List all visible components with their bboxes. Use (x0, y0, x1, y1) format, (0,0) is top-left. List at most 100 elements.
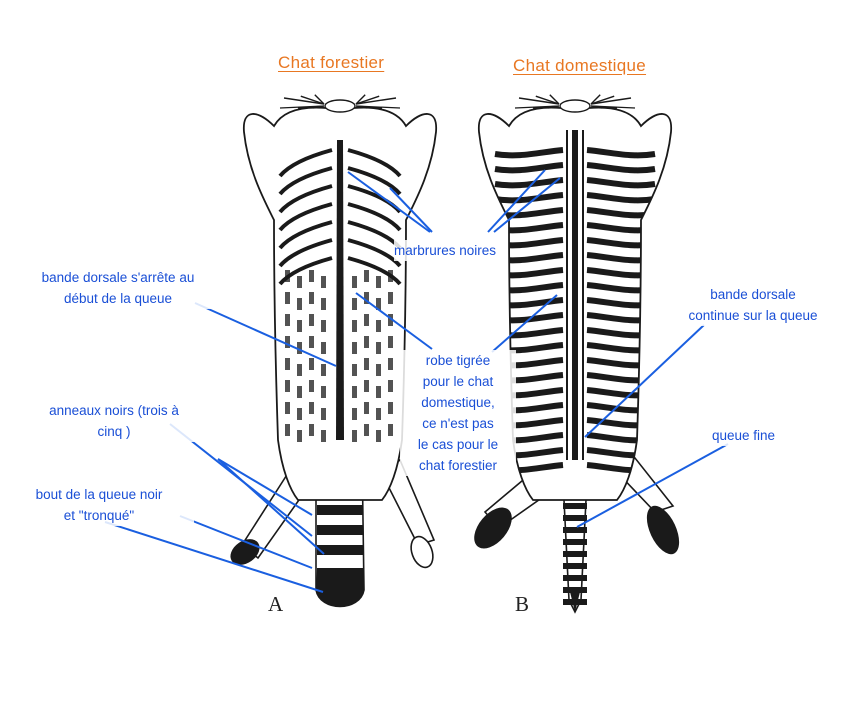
spot (364, 270, 369, 282)
figure-letter-a: A (268, 592, 284, 616)
spot (309, 270, 314, 282)
spot (285, 314, 290, 326)
spot (352, 364, 357, 376)
spot (309, 292, 314, 304)
spot (388, 314, 393, 326)
spot (285, 424, 290, 436)
tiger-stripe (586, 147, 656, 159)
tail-ring (563, 539, 587, 545)
spot (388, 402, 393, 414)
whisker (518, 97, 560, 105)
title-domestic-cat: Chat domestique (513, 56, 647, 75)
marbling (278, 184, 333, 214)
label-bande-dorsale-continue: bande dorsale continue sur la queue (668, 284, 838, 326)
whisker (590, 97, 632, 105)
marbling (278, 220, 333, 250)
tail-tip (570, 592, 580, 612)
spot (321, 430, 326, 442)
whisker (547, 105, 560, 109)
spot (364, 424, 369, 436)
spot (297, 320, 302, 332)
marbling (278, 166, 333, 196)
spot (352, 386, 357, 398)
tiger-stripe (586, 162, 656, 174)
pointer-line (179, 515, 313, 569)
tail-ring (563, 527, 587, 533)
label-robe-tigree: robe tigrée pour le chat domestique, ce … (400, 350, 516, 476)
spot (285, 292, 290, 304)
spot (376, 342, 381, 354)
marbling (278, 238, 333, 268)
whisker (535, 95, 560, 105)
pointer-line (389, 187, 433, 233)
tiger-stripe (494, 192, 564, 204)
spot (297, 408, 302, 420)
whisker (590, 95, 615, 105)
pointer-line (104, 521, 324, 593)
marbling (347, 202, 402, 232)
marbling (347, 166, 402, 196)
label-queue-fine: queue fine (712, 425, 776, 446)
paw-right (410, 535, 434, 569)
tail-ring (563, 563, 587, 569)
head-edge (324, 99, 356, 113)
spot (321, 386, 326, 398)
dorsal-stripe (582, 130, 584, 460)
spot (297, 298, 302, 310)
spot (388, 292, 393, 304)
label-marbrures-noires: marbrures noires (394, 240, 497, 261)
pointer-line (355, 292, 433, 350)
spot (388, 358, 393, 370)
label-bout-queue: bout de la queue noir et "tronqué" (4, 484, 194, 526)
spot (364, 314, 369, 326)
tiger-stripe (586, 192, 656, 204)
pointer-lines (104, 169, 729, 593)
marbling (278, 256, 333, 286)
tail-ring (563, 503, 587, 509)
whisker (283, 97, 325, 105)
spot (388, 336, 393, 348)
dorsal-stripe (566, 130, 568, 460)
marbling (278, 202, 333, 232)
whisker (355, 94, 366, 105)
whisker (355, 105, 401, 109)
spot (309, 314, 314, 326)
whisker (590, 94, 601, 105)
dorsal-stripe (336, 140, 344, 440)
whisker (590, 105, 636, 109)
whisker (549, 94, 560, 105)
paw-left (474, 507, 512, 549)
spot (285, 270, 290, 282)
spot (309, 402, 314, 414)
spot (352, 408, 357, 420)
marbling (347, 148, 402, 178)
pointer-line (576, 443, 729, 528)
spot (309, 380, 314, 392)
spot (352, 276, 357, 288)
pointer-line (217, 458, 313, 516)
spot (321, 320, 326, 332)
marbling (278, 148, 333, 178)
whisker (355, 95, 380, 105)
tail-ring (317, 525, 363, 535)
spot (376, 408, 381, 420)
whisker (355, 97, 397, 105)
spot (364, 292, 369, 304)
pointer-line (491, 294, 558, 353)
spot (321, 298, 326, 310)
spot (376, 386, 381, 398)
spot (352, 342, 357, 354)
spot (285, 336, 290, 348)
pointer-line (493, 177, 561, 233)
spot (297, 430, 302, 442)
spot (309, 358, 314, 370)
spot (297, 276, 302, 288)
pointer-line (584, 324, 705, 438)
spot (364, 380, 369, 392)
whisker (300, 95, 325, 105)
paw-right (646, 505, 680, 555)
wildcat-pelt-illustration (230, 94, 437, 608)
pointer-line (217, 458, 325, 555)
tail-ring (563, 587, 587, 593)
tail-ring (563, 515, 587, 521)
